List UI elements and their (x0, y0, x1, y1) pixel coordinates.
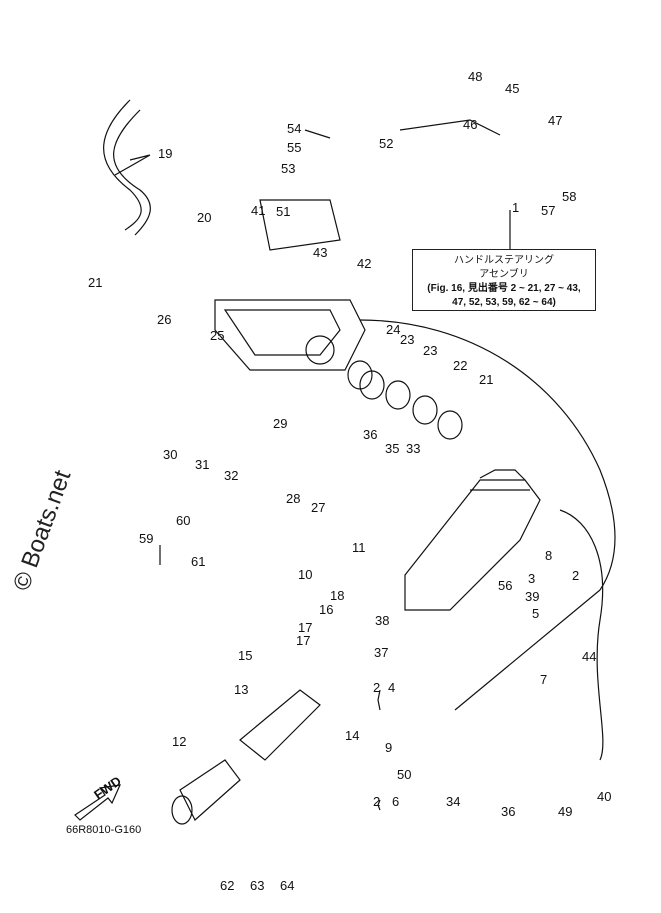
fwd-arrow: FWD (74, 773, 124, 821)
note-line-2: アセンブリ (479, 269, 529, 280)
callout-20: 20 (197, 210, 211, 225)
callout-51: 51 (276, 204, 290, 219)
callout-30: 30 (163, 447, 177, 462)
callout-23: 23 (423, 343, 437, 358)
callout-43: 43 (313, 245, 327, 260)
callout-40: 40 (597, 789, 611, 804)
callout-61: 61 (191, 554, 205, 569)
cable-7 (454, 589, 601, 711)
callout-21: 21 (88, 275, 102, 290)
callout-15: 15 (238, 648, 252, 663)
callout-23: 23 (400, 332, 414, 347)
callout-21: 21 (479, 372, 493, 387)
callout-41: 41 (251, 203, 265, 218)
callout-31: 31 (195, 457, 209, 472)
callout-44: 44 (582, 649, 596, 664)
assembly-note: ハンドルステアリング アセンブリ (Fig. 16, 見出番号 2 ~ 21, … (412, 249, 596, 311)
callout-42: 42 (357, 256, 371, 271)
callout-5: 5 (532, 606, 539, 621)
callout-45: 45 (505, 81, 519, 96)
callout-27: 27 (311, 500, 325, 515)
callout-10: 10 (298, 567, 312, 582)
figure-code: 66R8010-G160 (66, 824, 142, 836)
callout-48: 48 (468, 69, 482, 84)
callout-55: 55 (287, 140, 301, 155)
callout-36: 36 (363, 427, 377, 442)
callout-24: 24 (386, 322, 400, 337)
callout-8: 8 (545, 548, 552, 563)
callout-11: 11 (352, 540, 366, 555)
callout-labels: 1222345678910111213141516171718192021212… (88, 69, 611, 893)
callout-39: 39 (525, 589, 539, 604)
callout-29: 29 (273, 416, 287, 431)
callout-35: 35 (385, 441, 399, 456)
callout-34: 34 (446, 794, 460, 809)
cable-20 (103, 99, 142, 231)
callout-17: 17 (296, 633, 310, 648)
callout-9: 9 (385, 740, 392, 755)
callout-13: 13 (234, 682, 248, 697)
grip-12 (179, 759, 241, 821)
note-line-4: 47, 52, 53, 59, 62 ~ 64) (452, 297, 556, 308)
callout-16: 16 (319, 602, 333, 617)
callout-2: 2 (572, 568, 579, 583)
note-line-1: ハンドルステアリング (454, 255, 554, 266)
callout-22: 22 (453, 358, 467, 373)
callout-33: 33 (406, 441, 420, 456)
callout-2: 2 (373, 680, 380, 695)
callout-52: 52 (379, 136, 393, 151)
callout-14: 14 (345, 728, 359, 743)
callout-62: 62 (220, 878, 234, 893)
callout-59: 59 (139, 531, 153, 546)
callout-32: 32 (224, 468, 238, 483)
callout-38: 38 (375, 613, 389, 628)
callout-17: 17 (298, 620, 312, 635)
callout-28: 28 (286, 491, 300, 506)
callout-36: 36 (501, 804, 515, 819)
callout-46: 46 (463, 117, 477, 132)
cable-47 (559, 509, 604, 761)
note-line-3: (Fig. 16, 見出番号 2 ~ 21, 27 ~ 43, (427, 283, 581, 294)
callout-49: 49 (558, 804, 572, 819)
callout-6: 6 (392, 794, 399, 809)
callout-1: 1 (512, 200, 519, 215)
callout-60: 60 (176, 513, 190, 528)
callout-26: 26 (157, 312, 171, 327)
callout-25: 25 (210, 328, 224, 343)
callout-7: 7 (540, 672, 547, 687)
steering-handle-body (404, 479, 541, 611)
callout-58: 58 (562, 189, 576, 204)
callout-37: 37 (374, 645, 388, 660)
callout-19: 19 (158, 146, 172, 161)
callout-3: 3 (528, 571, 535, 586)
callout-56: 56 (498, 578, 512, 593)
callout-64: 64 (280, 878, 294, 893)
callout-50: 50 (397, 767, 411, 782)
callout-4: 4 (388, 680, 395, 695)
callout-12: 12 (172, 734, 186, 749)
callout-2: 2 (373, 794, 380, 809)
callout-57: 57 (541, 203, 555, 218)
callout-63: 63 (250, 878, 264, 893)
callout-54: 54 (287, 121, 301, 136)
upper-bracket (214, 299, 366, 371)
callout-47: 47 (548, 113, 562, 128)
callout-18: 18 (330, 588, 344, 603)
callout-53: 53 (281, 161, 295, 176)
grip-13 (239, 689, 321, 761)
shift-rod (399, 119, 501, 136)
